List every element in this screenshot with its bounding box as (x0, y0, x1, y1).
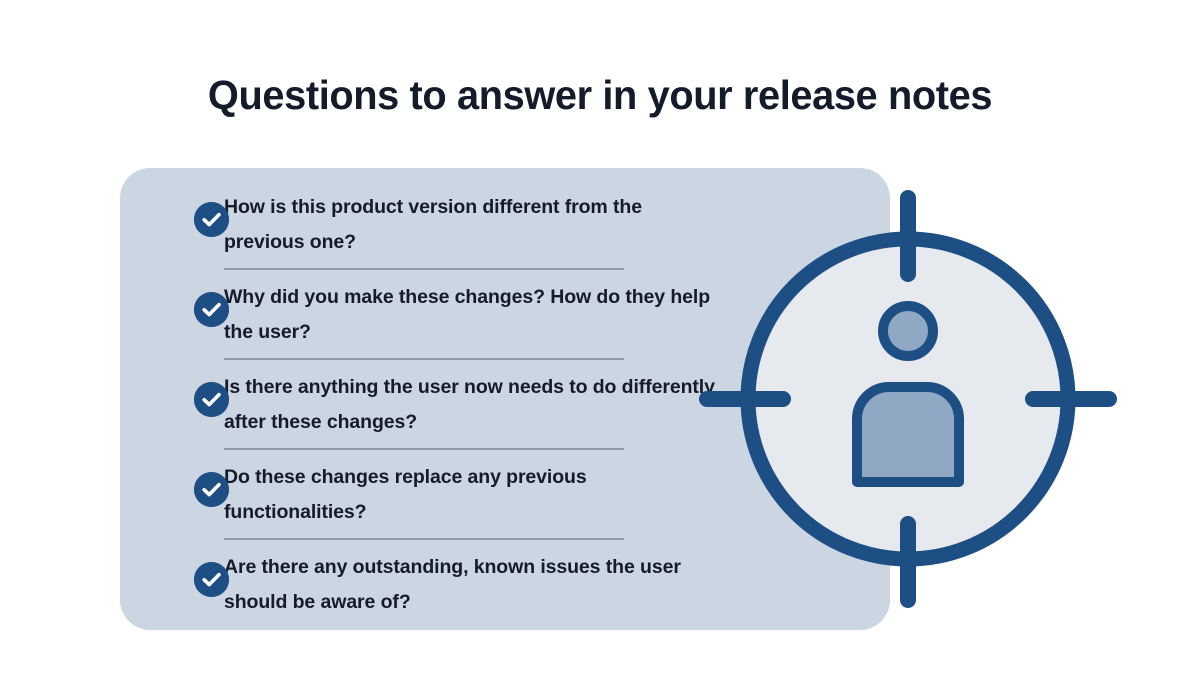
list-divider (224, 538, 624, 540)
list-divider (224, 448, 624, 450)
list-item[interactable]: How is this product version different fr… (156, 180, 856, 270)
list-item-label: Do these changes replace any previous fu… (224, 466, 587, 523)
list-item-label: How is this product version different fr… (224, 196, 642, 253)
check-circle-icon (194, 472, 229, 507)
target-ring (740, 231, 1076, 567)
check-circle-icon (194, 292, 229, 327)
list-item-label: Why did you make these changes? How do t… (224, 286, 711, 343)
list-item-label: Is there anything the user now needs to … (224, 376, 715, 433)
list-divider (224, 268, 624, 270)
person-head (878, 301, 938, 361)
list-item[interactable]: Are there any outstanding, known issues … (156, 540, 856, 620)
list-item-label: Are there any outstanding, known issues … (224, 556, 681, 613)
person-body (852, 382, 964, 487)
check-circle-icon (194, 202, 229, 237)
check-circle-icon (194, 562, 229, 597)
page-title: Questions to answer in your release note… (207, 72, 993, 118)
list-item[interactable]: Why did you make these changes? How do t… (156, 270, 856, 360)
list-item[interactable]: Do these changes replace any previous fu… (156, 450, 856, 540)
target-person-icon (695, 182, 1120, 617)
list-item[interactable]: Is there anything the user now needs to … (156, 360, 856, 450)
checklist: How is this product version different fr… (156, 180, 856, 620)
list-divider (224, 358, 624, 360)
check-circle-icon (194, 382, 229, 417)
